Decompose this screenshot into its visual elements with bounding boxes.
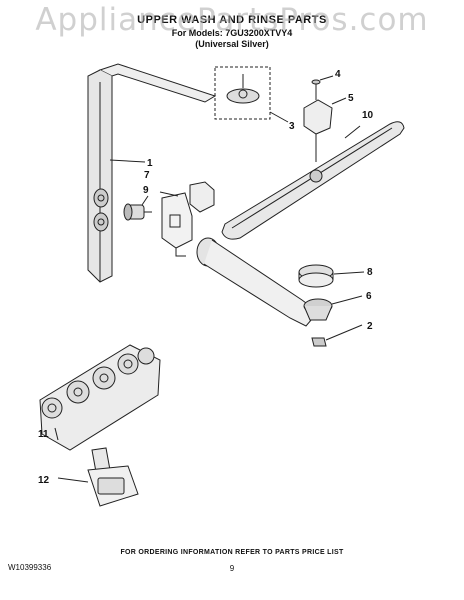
callout-8: 8 <box>367 267 373 278</box>
callout-1: 1 <box>147 158 153 169</box>
ring-part-8 <box>298 264 365 288</box>
bearing-box-part-3 <box>214 66 289 123</box>
model-line: For Models: 7GU3200XTVY4 <box>171 28 293 38</box>
cup-part-6 <box>303 295 363 321</box>
coupling-part-12 <box>57 447 139 507</box>
document-number: W10399336 <box>8 563 52 572</box>
callout-2: 2 <box>367 321 373 332</box>
nozzle-part-9 <box>123 195 152 221</box>
callout-6: 6 <box>366 291 372 302</box>
page-title: UPPER WASH AND RINSE PARTS <box>137 14 327 26</box>
callout-labels: 1 2 3 4 5 6 7 8 9 10 11 12 <box>38 69 374 486</box>
callout-11: 11 <box>38 429 49 440</box>
screw-part-4 <box>311 75 334 100</box>
washer-part-2 <box>311 324 363 347</box>
callout-5: 5 <box>348 93 354 104</box>
page-number: 9 <box>229 564 235 573</box>
conduit-manifold <box>196 237 319 327</box>
callout-9: 9 <box>143 185 149 196</box>
spray-arm-part-10 <box>221 121 405 240</box>
hub-part-5 <box>303 97 347 162</box>
bracket-part-7 <box>159 181 215 257</box>
finish-line: (Universal Silver) <box>195 39 269 49</box>
supply-tube-part-1 <box>87 63 217 283</box>
ordering-note: FOR ORDERING INFORMATION REFER TO PARTS … <box>120 549 344 556</box>
callout-4: 4 <box>335 69 341 80</box>
callout-12: 12 <box>38 475 50 486</box>
filter-assembly-part-11 <box>39 344 161 451</box>
callout-10: 10 <box>362 110 374 121</box>
callout-7: 7 <box>144 170 150 181</box>
callout-3: 3 <box>289 121 295 132</box>
